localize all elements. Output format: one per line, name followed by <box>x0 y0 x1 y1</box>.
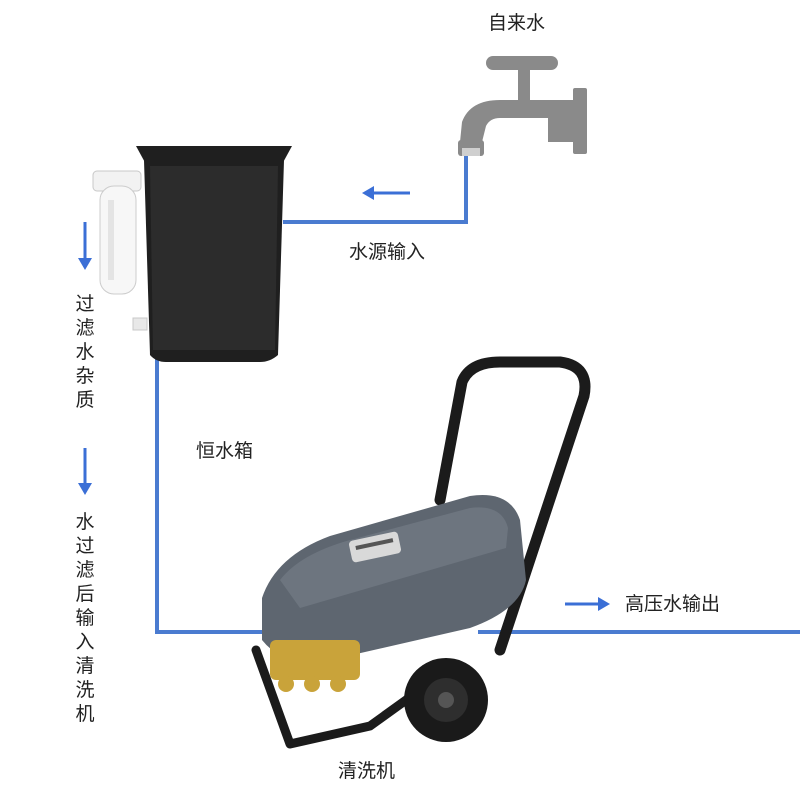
water-tank-icon <box>136 146 292 362</box>
faucet-icon <box>458 56 587 156</box>
arrow-left <box>362 186 410 200</box>
label-high-pressure-output: 高压水输出 <box>625 595 720 614</box>
water-filter-icon <box>93 171 147 330</box>
pipe-inlet <box>285 150 466 222</box>
label-filter-impurities: 过滤水杂质 <box>73 292 97 412</box>
label-constant-tank: 恒水箱 <box>196 442 253 461</box>
arrow-right <box>565 597 610 611</box>
label-water-input: 水源输入 <box>349 243 425 262</box>
label-tap-water: 自来水 <box>488 14 545 33</box>
label-filtered-to-washer: 水过滤后输入清洗机 <box>73 510 97 726</box>
label-washer: 清洗机 <box>338 762 395 781</box>
pressure-washer-icon <box>256 362 585 744</box>
arrow-down-2 <box>78 448 92 495</box>
arrow-down-1 <box>78 222 92 270</box>
